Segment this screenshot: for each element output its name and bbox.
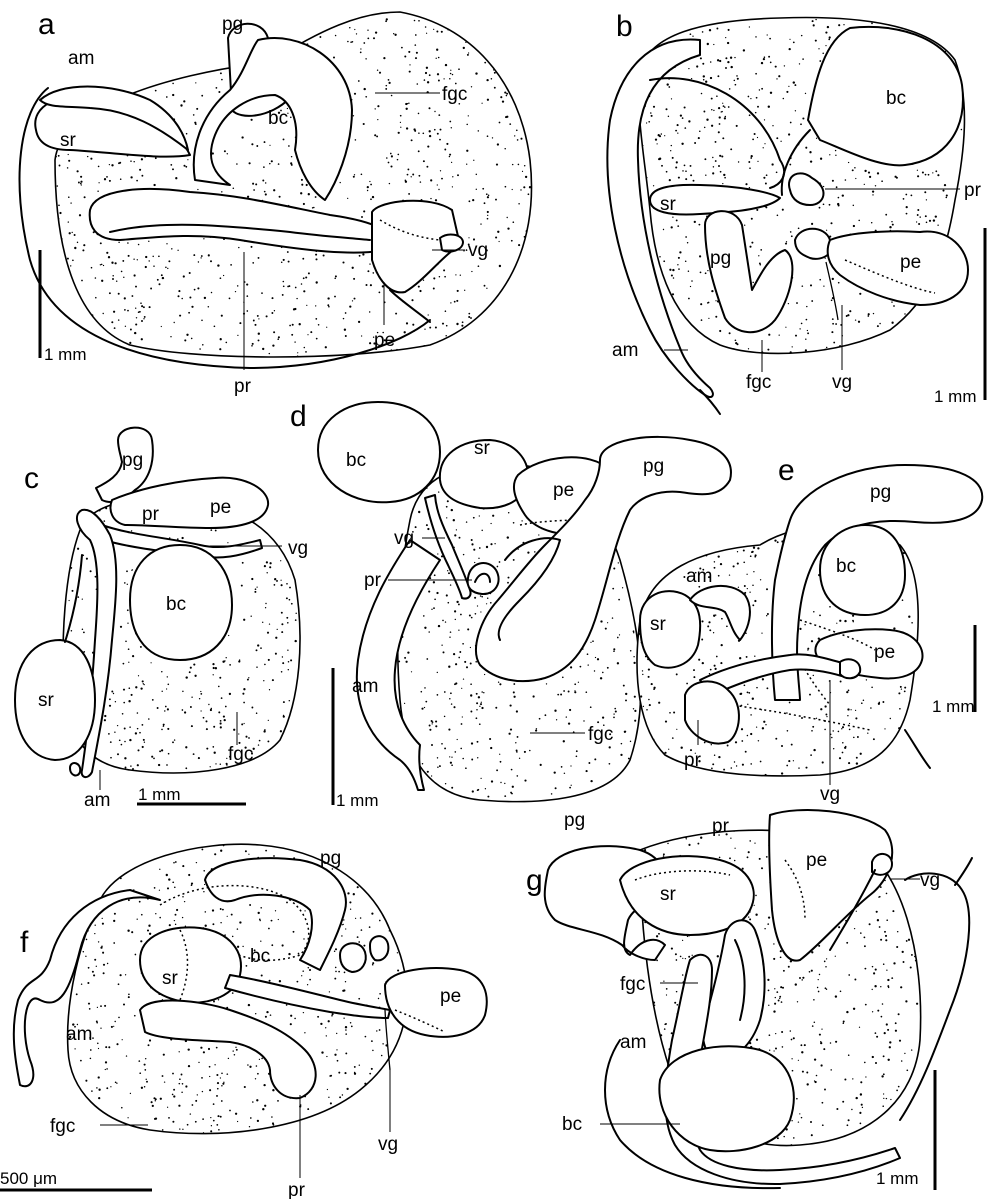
panel-c-label-fgc: fgc <box>228 744 253 765</box>
panel-b-label-am: am <box>612 340 638 361</box>
panel-f-label-pg: pg <box>320 848 341 869</box>
panel-d-label-pe: pe <box>553 480 574 501</box>
panel-g-bc <box>659 1046 793 1151</box>
panel-d-label-pr: pr <box>364 570 382 591</box>
panel-g-tail <box>955 858 972 885</box>
panel-e-label-vg: vg <box>820 784 840 805</box>
panel-b-label-vg: vg <box>832 372 852 393</box>
panel-f-scale-label: 500 μm <box>0 1169 57 1188</box>
panel-c-label-bc: bc <box>166 594 186 615</box>
panel-g-label-vg: vg <box>920 870 940 891</box>
panel-a-label-sr: sr <box>60 130 77 151</box>
panel-e-scale-label: 1 mm <box>932 697 975 716</box>
panel-f-label-am: am <box>66 1024 92 1045</box>
panel-b-letter: b <box>616 10 633 43</box>
panel-d-label-vg: vg <box>394 528 414 549</box>
panel-c-label-pe: pe <box>210 497 231 518</box>
panel-a-label-vg: vg <box>468 240 488 261</box>
panel-f-label-pr: pr <box>288 1180 306 1199</box>
panel-b-label-pg: pg <box>710 248 731 269</box>
panel-a-label-pr: pr <box>234 376 252 397</box>
panel-e-label-pe: pe <box>874 642 895 663</box>
panel-a-label-fgc: fgc <box>442 84 467 105</box>
panel-f-letter: f <box>20 926 29 959</box>
panel-e-label-am: am <box>686 566 712 587</box>
panel-a-vg <box>440 235 463 252</box>
panel-g: g pg pr pe vg sr fgc am bc 1 mm <box>526 810 972 1190</box>
panel-g-scale-label: 1 mm <box>876 1169 919 1188</box>
panel-b-scale-label: 1 mm <box>934 387 977 406</box>
panel-c-letter: c <box>24 462 39 495</box>
panel-d-label-am: am <box>352 676 378 697</box>
panel-f: f pg bc sr pe am fgc vg pr 500 μm <box>0 844 487 1199</box>
panel-d-letter: d <box>290 400 307 433</box>
panel-g-label-pr: pr <box>712 816 730 837</box>
panel-c-scale-label: 1 mm <box>138 785 181 804</box>
panel-a-label-bc: bc <box>268 108 288 129</box>
panel-g-label-bc: bc <box>562 1114 582 1135</box>
panel-d-label-pg: pg <box>643 456 664 477</box>
panel-c-sr <box>15 640 95 760</box>
panel-a: a am sr pg bc fgc vg pe pr 1 mm <box>20 8 533 397</box>
panel-c-label-pr: pr <box>142 504 160 525</box>
panel-g-label-am: am <box>620 1032 646 1053</box>
panel-c-am-tip <box>70 763 80 775</box>
panel-c-label-pg: pg <box>122 450 143 471</box>
panel-c: c pg pr pe vg bc sr fgc am 1 mm <box>15 428 308 811</box>
panel-d-bc <box>318 402 440 502</box>
panel-f-sr <box>140 927 241 1002</box>
panel-f-label-sr: sr <box>162 968 179 989</box>
panel-c-label-vg: vg <box>288 538 308 559</box>
panel-d-scale-label: 1 mm <box>336 791 379 810</box>
panel-e-tail <box>905 730 930 768</box>
panel-b-label-pr: pr <box>964 180 982 201</box>
panel-e-vg <box>840 659 860 678</box>
panel-c-label-am: am <box>84 790 110 811</box>
panel-d-label-sr: sr <box>474 438 491 459</box>
panel-d-label-fgc: fgc <box>588 724 613 745</box>
panel-b-label-pe: pe <box>900 252 921 273</box>
panel-g-label-fgc: fgc <box>620 974 645 995</box>
panel-a-scale-label: 1 mm <box>44 345 87 364</box>
panel-a-label-pe: pe <box>374 330 395 351</box>
panel-b-label-fgc: fgc <box>746 372 771 393</box>
panel-f-coil <box>340 943 366 972</box>
panel-f-label-bc: bc <box>250 946 270 967</box>
panel-e: e pg am bc sr pe pr vg 1 mm <box>636 454 982 805</box>
panel-g-label-pe: pe <box>806 850 827 871</box>
panel-d-label-bc: bc <box>346 450 366 471</box>
panel-g-label-pg: pg <box>564 810 585 831</box>
panel-b-label-sr: sr <box>660 194 677 215</box>
panel-g-letter: g <box>526 864 543 897</box>
panel-d-pr <box>468 563 499 594</box>
panel-e-label-pg: pg <box>870 482 891 503</box>
panel-a-letter: a <box>38 8 55 41</box>
panel-a-label-pg: pg <box>222 14 243 35</box>
panel-e-label-bc: bc <box>836 556 856 577</box>
panel-c-label-sr: sr <box>38 690 55 711</box>
panel-f-label-fgc: fgc <box>50 1116 75 1137</box>
panel-b-label-bc: bc <box>886 88 906 109</box>
panel-e-label-pr: pr <box>684 750 702 771</box>
panel-e-label-sr: sr <box>650 614 667 635</box>
panel-a-label-am: am <box>68 48 94 69</box>
panel-f-label-pe: pe <box>440 986 461 1007</box>
panel-f-label-vg: vg <box>378 1134 398 1155</box>
panel-e-bc <box>820 525 905 615</box>
panel-e-letter: e <box>778 454 795 487</box>
panel-g-label-sr: sr <box>660 884 677 905</box>
panel-f-coil-2 <box>370 936 388 960</box>
panel-b: b bc pr sr pg pe am fgc vg 1 mm <box>607 10 985 414</box>
